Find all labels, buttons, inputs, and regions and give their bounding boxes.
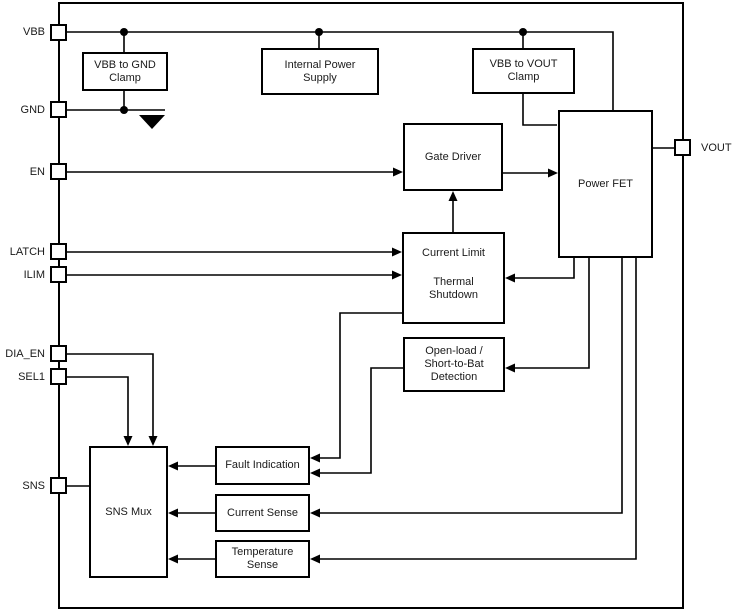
- pin-label-sel1: SEL1: [18, 371, 45, 383]
- block-label: Internal Power Supply: [284, 58, 356, 84]
- arrowhead: [148, 436, 158, 446]
- pin-sns: [50, 477, 67, 494]
- pin-label-dia-en: DIA_EN: [5, 348, 45, 360]
- pin-label-latch: LATCH: [9, 246, 45, 258]
- block-label: Temperature Sense: [231, 546, 294, 571]
- wire-fet-to-current-sense: [320, 258, 623, 514]
- arrowhead: [392, 270, 402, 280]
- block-open-load-detection: Open-load / Short-to-Bat Detection: [403, 337, 505, 392]
- wire-vbb-rail: [67, 31, 614, 110]
- pin-label-gnd: GND: [20, 104, 45, 116]
- arrowhead: [548, 168, 558, 178]
- junction-dot: [120, 28, 128, 36]
- block-label: Current Limit: [422, 247, 485, 259]
- wire-fet-to-open-load: [515, 258, 590, 369]
- arrowhead: [448, 191, 458, 201]
- pin-vbb: [50, 24, 67, 41]
- arrowhead: [310, 453, 320, 463]
- arrowhead: [168, 554, 178, 564]
- arrowhead: [505, 273, 515, 283]
- block-vbb-vout-clamp: VBB to VOUT Clamp: [472, 48, 575, 94]
- block-current-limit-thermal-shutdown: Current Limit Thermal Shutdown: [402, 232, 505, 324]
- pin-en: [50, 163, 67, 180]
- block-label: Gate Driver: [424, 150, 482, 163]
- block-label: SNS Mux: [105, 505, 152, 518]
- arrowhead: [310, 468, 320, 478]
- arrowhead: [168, 461, 178, 471]
- wire-sel1: [67, 376, 129, 437]
- wire-fet-to-current-limit: [515, 258, 575, 279]
- block-label: Thermal Shutdown: [429, 276, 478, 301]
- pin-dia-en: [50, 345, 67, 362]
- block-label: VBB to VOUT Clamp: [489, 58, 558, 83]
- wire-fet-to-temperature-sense: [320, 258, 637, 560]
- pin-sel1: [50, 368, 67, 385]
- wire-vout-clamp-to-fet: [522, 94, 557, 126]
- pin-ilim: [50, 266, 67, 283]
- arrowhead: [393, 167, 403, 177]
- pin-vout: [674, 139, 691, 156]
- pin-gnd: [50, 101, 67, 118]
- block-fault-indication: Fault Indication: [215, 446, 310, 485]
- block-internal-power-supply: Internal Power Supply: [261, 48, 379, 95]
- block-label: Fault Indication: [225, 459, 300, 471]
- arrowhead: [168, 508, 178, 518]
- wire-open-load-to-fault: [320, 367, 403, 474]
- junction-dot: [519, 28, 527, 36]
- wire-current-limit-to-fault: [320, 312, 402, 459]
- arrowhead: [310, 508, 320, 518]
- block-gate-driver: Gate Driver: [403, 123, 503, 191]
- junction-dot: [120, 106, 128, 114]
- pin-label-sns: SNS: [22, 480, 45, 492]
- ground-symbol-icon: [139, 115, 165, 129]
- block-label: Open-load / Short-to-Bat Detection: [424, 345, 484, 383]
- block-label: Current Sense: [227, 506, 298, 519]
- block-label: VBB to GND Clamp: [94, 58, 156, 84]
- block-power-fet: Power FET: [558, 110, 653, 258]
- block-vbb-gnd-clamp: VBB to GND Clamp: [82, 52, 168, 91]
- block-current-sense: Current Sense: [215, 494, 310, 532]
- arrowhead: [310, 554, 320, 564]
- wire-dia-en: [67, 353, 154, 437]
- block-sns-mux: SNS Mux: [89, 446, 168, 578]
- arrowhead: [123, 436, 133, 446]
- arrowhead: [505, 363, 515, 373]
- ic-boundary: [58, 2, 684, 609]
- block-temperature-sense: Temperature Sense: [215, 540, 310, 578]
- pin-latch: [50, 243, 67, 260]
- arrowhead: [392, 247, 402, 257]
- pin-label-vbb: VBB: [22, 26, 45, 38]
- pin-label-en: EN: [29, 166, 45, 178]
- pin-label-ilim: ILIM: [23, 269, 45, 281]
- block-label: Power FET: [577, 177, 633, 190]
- junction-dot: [315, 28, 323, 36]
- pin-label-vout: VOUT: [701, 142, 732, 154]
